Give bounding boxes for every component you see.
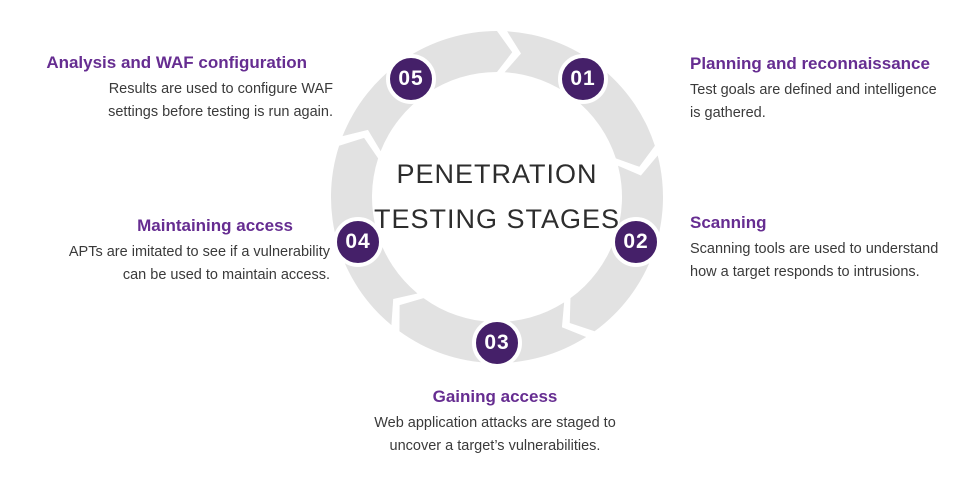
stage-block-analysis-waf: Analysis and WAF configuration Results a… [23,52,333,124]
stage-desc-line: settings before testing is run again. [108,104,333,120]
stage-desc-line: is gathered. [690,105,766,121]
stage-block-planning: Planning and reconnaissance Test goals a… [690,53,975,125]
stage-desc-line: Results are used to configure WAF [108,81,333,97]
diagram-title: PENETRATION TESTING STAGES [347,152,647,242]
stage-title-gaining-access: Gaining access [432,387,558,406]
stage-block-gaining-access: Gaining access Web application attacks a… [330,386,660,458]
stage-block-scanning: Scanning Scanning tools are used to unde… [690,212,975,284]
stage-desc-line: Web application attacks are staged to [374,415,616,431]
stage-badge-03: 03 [472,318,522,368]
stage-title-analysis-waf: Analysis and WAF configuration [46,53,307,72]
stage-title-scanning: Scanning [690,213,767,232]
stage-desc-line: how a target responds to intrusions. [690,264,920,280]
stage-desc-line: can be used to maintain access. [122,267,330,283]
diagram-title-line2: TESTING STAGES [373,204,621,234]
stage-desc-line: Test goals are defined and intelligence [690,82,937,98]
stage-badge-04: 04 [333,217,383,267]
stage-title-maintaining-access: Maintaining access [137,216,293,235]
stage-badge-02: 02 [611,217,661,267]
stage-desc-line: APTs are imitated to see if a vulnerabil… [68,244,330,260]
stage-badge-01: 01 [558,54,608,104]
stage-title-planning: Planning and reconnaissance [690,54,930,73]
diagram-title-line1: PENETRATION [396,159,598,189]
stage-desc-line: Scanning tools are used to understand [690,241,939,257]
stage-badge-05: 05 [386,54,436,104]
stage-block-maintaining-access: Maintaining access APTs are imitated to … [20,215,330,287]
stage-desc-line: uncover a target’s vulnerabilities. [389,438,601,454]
